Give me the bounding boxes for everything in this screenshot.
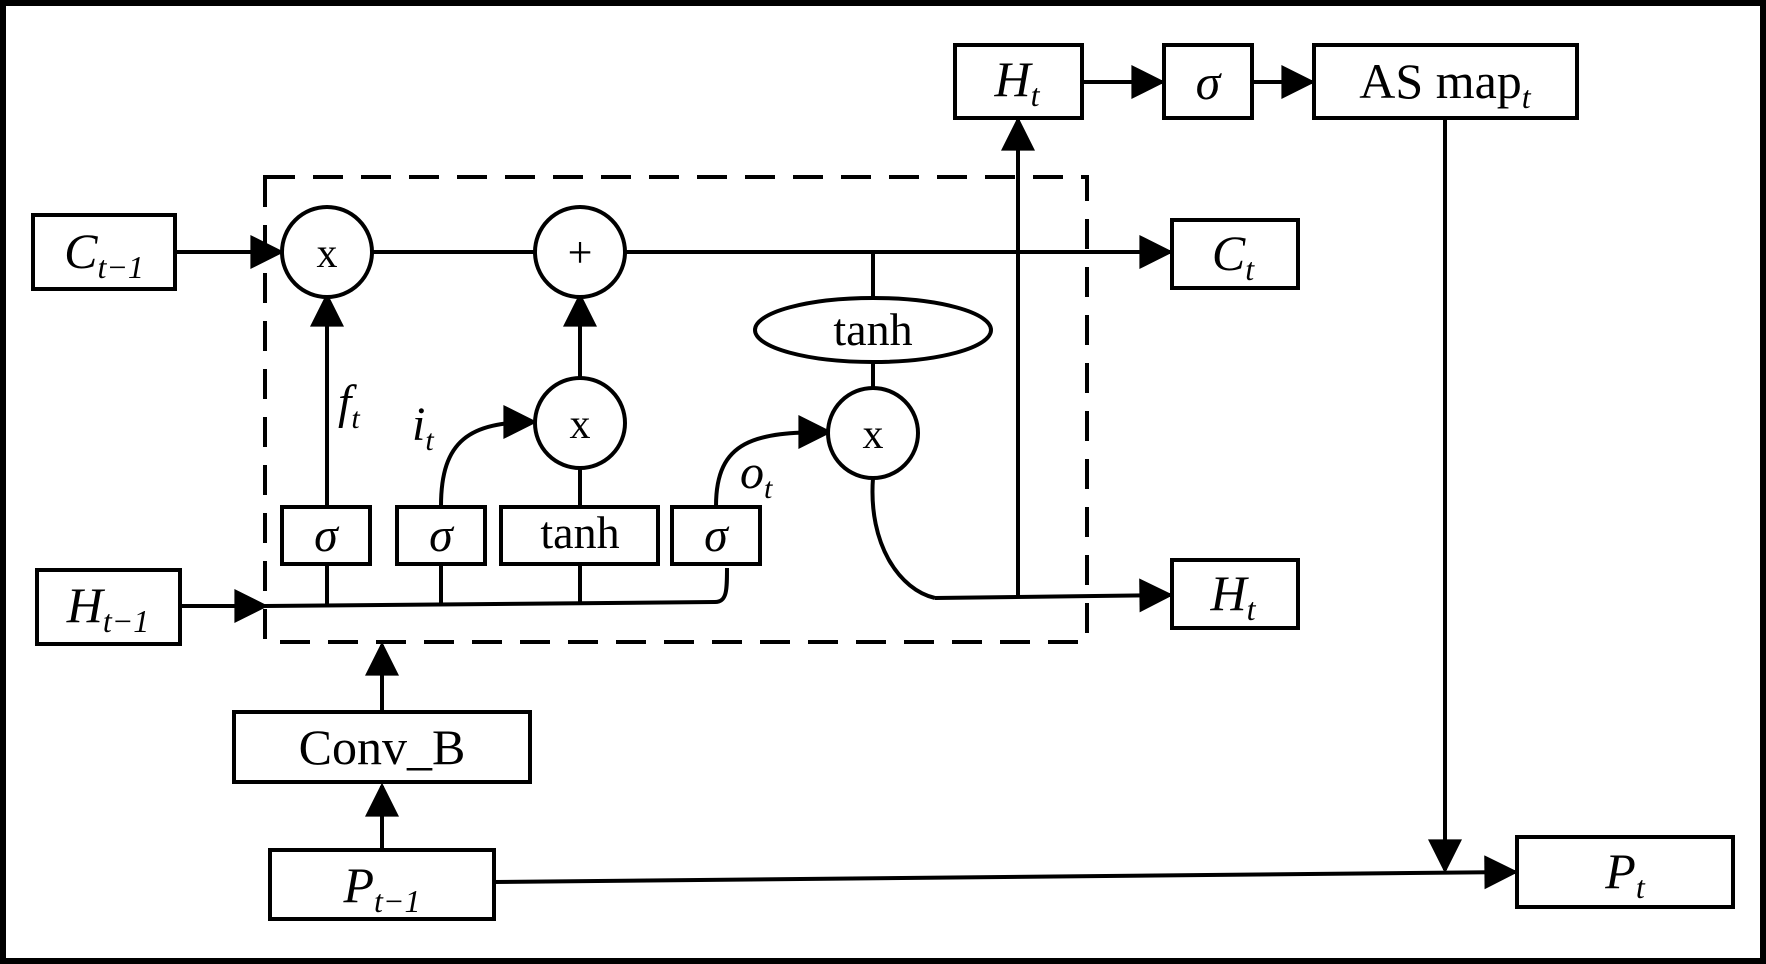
- h-t-box: Ht: [1170, 558, 1300, 630]
- h-t-top-symbol: H: [994, 51, 1034, 107]
- forget-sigma-box: σ: [280, 505, 372, 566]
- add-label: +: [568, 228, 593, 277]
- output-gate-curve: [714, 415, 833, 507]
- svg-text:Ht: Ht: [1210, 565, 1257, 627]
- output-gate-subscript: t: [764, 472, 773, 505]
- h-bus-line: [264, 567, 729, 608]
- p-t-symbol: P: [1604, 843, 1636, 899]
- input-multiply-label: x: [570, 402, 591, 448]
- svg-text:Pt: Pt: [1604, 843, 1646, 905]
- forget-multiply-label: x: [317, 231, 338, 277]
- forget-multiply-op: x: [280, 205, 374, 299]
- as-map-label: AS map: [1359, 53, 1522, 109]
- input-gate-curve: [439, 405, 538, 507]
- p-prev-symbol: P: [342, 857, 374, 913]
- forget-sigma-label: σ: [314, 509, 340, 562]
- c-t-subscript: t: [1245, 251, 1255, 287]
- top-sigma-box: σ: [1162, 43, 1254, 120]
- input-multiply-op: x: [533, 376, 627, 470]
- output-gate-symbol: o: [740, 446, 764, 499]
- output-sigma-box: σ: [670, 505, 762, 566]
- svg-text:ft: ft: [338, 376, 360, 435]
- cell-boundary: [263, 175, 1089, 644]
- h-t-top-box: Ht: [953, 43, 1084, 120]
- forget-gate-subscript: t: [351, 402, 360, 435]
- svg-text:Pt−1: Pt−1: [342, 857, 420, 919]
- output-multiply-label: x: [863, 412, 884, 458]
- c-t-symbol: C: [1212, 225, 1246, 281]
- tanh-gate-label: tanh: [540, 507, 619, 558]
- output-curve: [870, 477, 936, 600]
- tanh-gate-box: tanh: [499, 505, 660, 566]
- tanh-ellipse: tanh: [753, 296, 993, 364]
- add-op: +: [533, 205, 627, 299]
- input-gate-symbol: i: [412, 398, 425, 451]
- as-map-box: AS mapt: [1312, 43, 1579, 120]
- conv-b-label: Conv_B: [299, 719, 466, 775]
- svg-text:Ct: Ct: [1212, 225, 1255, 287]
- h-prev-subscript: t−1: [103, 603, 149, 639]
- input-sigma-label: σ: [429, 509, 455, 562]
- input-gate-subscript: t: [425, 424, 434, 457]
- h-out-line: [934, 578, 1174, 613]
- c-t-box: Ct: [1170, 218, 1300, 290]
- c-prev-box: Ct−1: [31, 213, 177, 291]
- p-prev-box: Pt−1: [268, 848, 496, 921]
- svg-text:Ct−1: Ct−1: [64, 223, 144, 285]
- svg-text:Ht: Ht: [994, 51, 1041, 113]
- p-t-subscript: t: [1636, 869, 1646, 905]
- h-t-top-subscript: t: [1031, 77, 1041, 113]
- p-prev-subscript: t−1: [374, 883, 420, 919]
- output-sigma-label: σ: [704, 509, 730, 562]
- svg-text:AS mapt: AS mapt: [1359, 53, 1532, 115]
- as-map-subscript: t: [1522, 79, 1532, 115]
- input-sigma-box: σ: [395, 505, 487, 566]
- h-t-symbol: H: [1210, 565, 1250, 621]
- h-prev-symbol: H: [66, 577, 106, 633]
- top-sigma-label: σ: [1196, 54, 1223, 110]
- c-prev-symbol: C: [64, 223, 98, 279]
- svg-text:Ht−1: Ht−1: [66, 577, 150, 639]
- c-prev-subscript: t−1: [97, 249, 143, 285]
- conv-b-box: Conv_B: [232, 710, 532, 784]
- h-t-subscript: t: [1247, 591, 1257, 627]
- p-t-box: Pt: [1515, 835, 1735, 909]
- svg-text:ot: ot: [740, 446, 773, 505]
- p-prev-to-pt-line: [493, 855, 1519, 890]
- h-prev-box: Ht−1: [35, 568, 182, 646]
- output-multiply-op: x: [826, 386, 920, 480]
- tanh-ellipse-label: tanh: [833, 304, 912, 355]
- svg-text:it: it: [412, 398, 434, 457]
